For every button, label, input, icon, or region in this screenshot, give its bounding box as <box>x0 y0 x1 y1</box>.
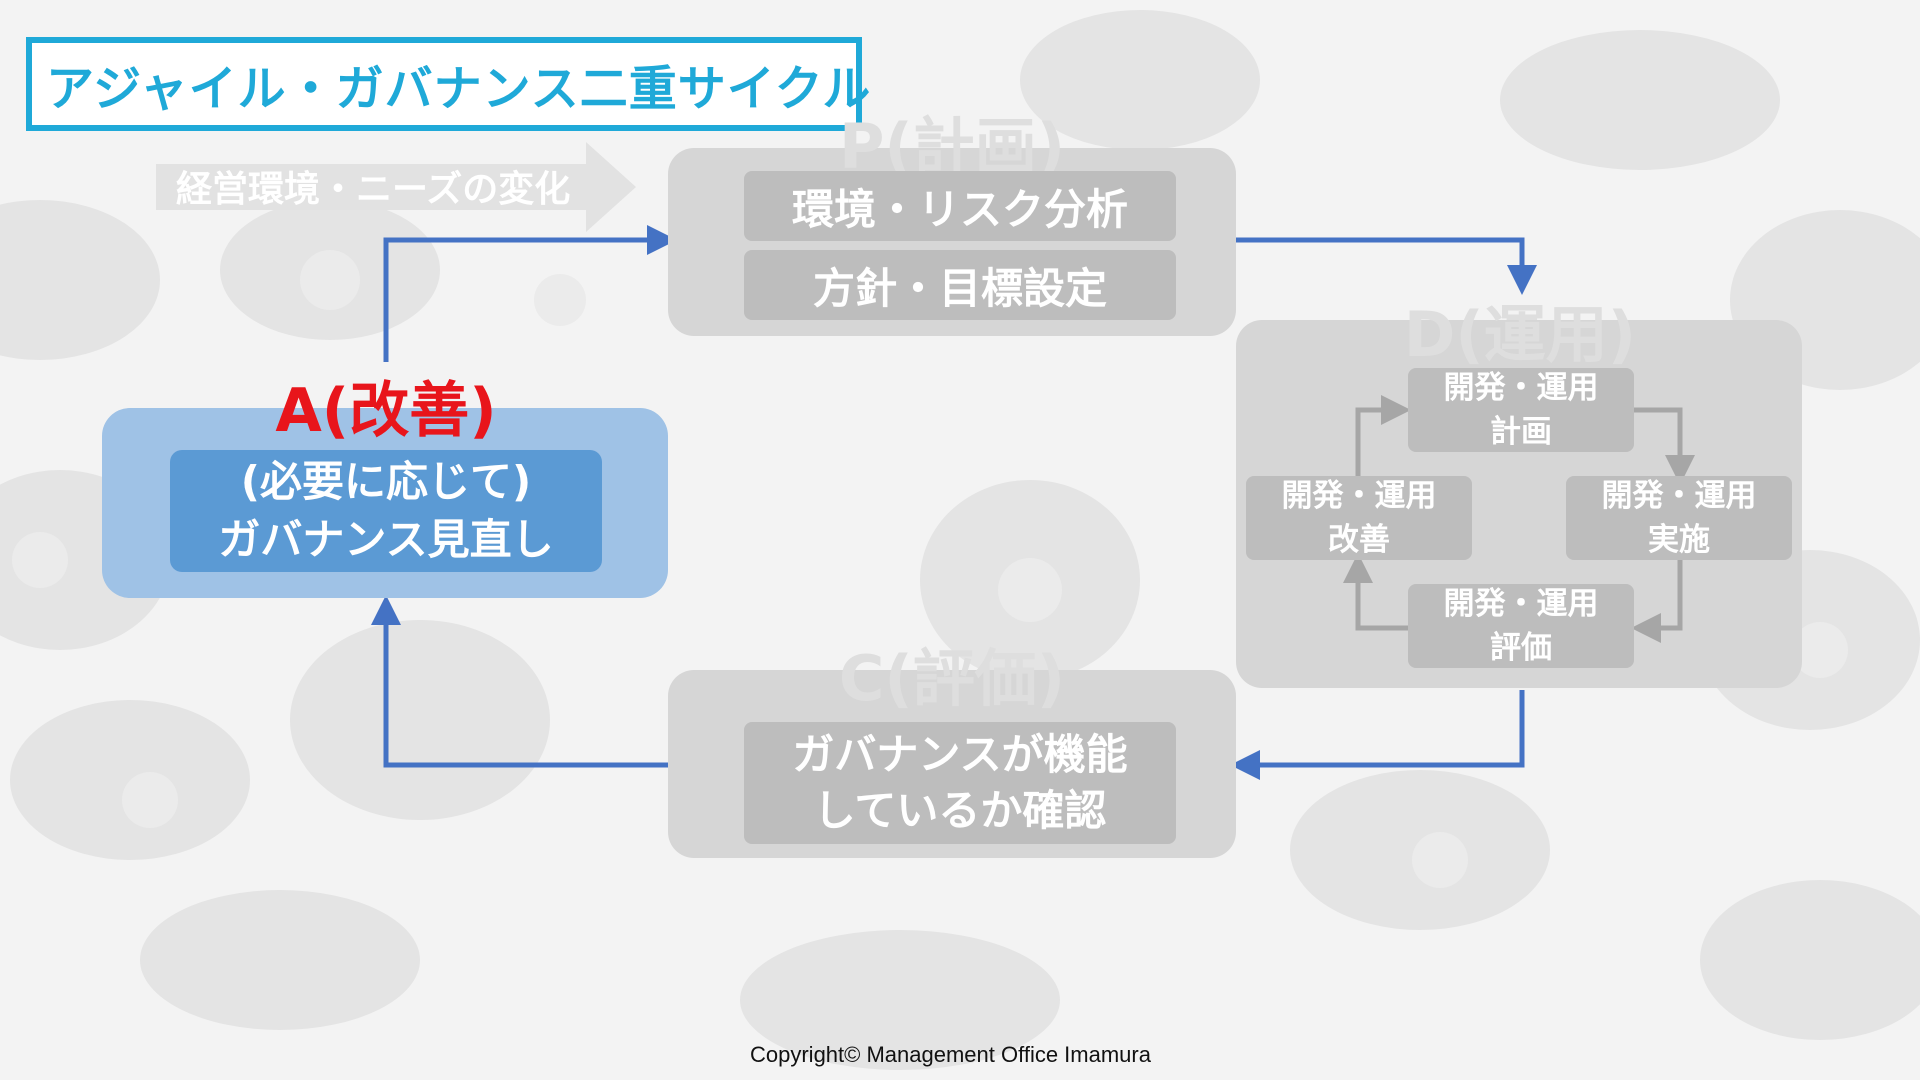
do-cycle-improve: 開発・運用 改善 <box>1246 476 1472 560</box>
plan-item-risk-analysis: 環境・リスク分析 <box>744 171 1176 241</box>
check-item-line2: しているか確認 <box>813 786 1107 835</box>
do-cycle-plan-line2: 計画 <box>1490 414 1552 450</box>
act-item-line2: ガバナンス見直し <box>218 515 554 564</box>
slide-title: アジャイル・ガバナンス二重サイクル <box>46 61 872 117</box>
slide-title-box: アジャイル・ガバナンス二重サイクル <box>26 37 870 131</box>
do-cycle-execute-line2: 実施 <box>1648 522 1710 558</box>
plan-item-policy-setting: 方針・目標設定 <box>744 250 1176 320</box>
arrow-plan-to-execute <box>1634 407 1695 485</box>
do-cycle-plan: 開発・運用 計画 <box>1408 368 1634 452</box>
plan-phase-label: P(計画) <box>838 110 1066 183</box>
do-cycle-execute: 開発・運用 実施 <box>1566 476 1792 560</box>
do-cycle-improve-line2: 改善 <box>1328 522 1390 558</box>
check-item-line1: ガバナンスが機能 <box>792 730 1128 779</box>
do-cycle-execute-line1: 開発・運用 <box>1601 478 1757 514</box>
environment-change-arrow <box>156 142 636 232</box>
arrow-improve-to-plan <box>1355 395 1411 476</box>
do-phase-label: D(運用) <box>1403 298 1637 371</box>
do-cycle-evaluate-line1: 開発・運用 <box>1443 586 1599 622</box>
arrow-evaluate-to-improve <box>1343 553 1408 631</box>
do-cycle-plan-line1: 開発・運用 <box>1443 370 1599 406</box>
check-item-governance-review: ガバナンスが機能 しているか確認 <box>744 722 1176 844</box>
arrow-execute-to-evaluate <box>1631 560 1683 643</box>
act-item-governance-revision: (必要に応じて) ガバナンス見直し <box>170 450 602 572</box>
check-phase-label: C(評価) <box>838 642 1066 715</box>
do-cycle-improve-line1: 開発・運用 <box>1281 478 1437 514</box>
environment-change-label: 経営環境・ニーズの変化 <box>176 169 571 210</box>
act-phase-label: A(改善) <box>275 376 497 446</box>
act-item-line1: (必要に応じて) <box>240 457 532 506</box>
do-cycle-evaluate-line2: 評価 <box>1490 630 1552 666</box>
copyright-text: Copyright© Management Office Imamura <box>750 1042 1151 1067</box>
do-cycle-evaluate: 開発・運用 評価 <box>1408 584 1634 668</box>
